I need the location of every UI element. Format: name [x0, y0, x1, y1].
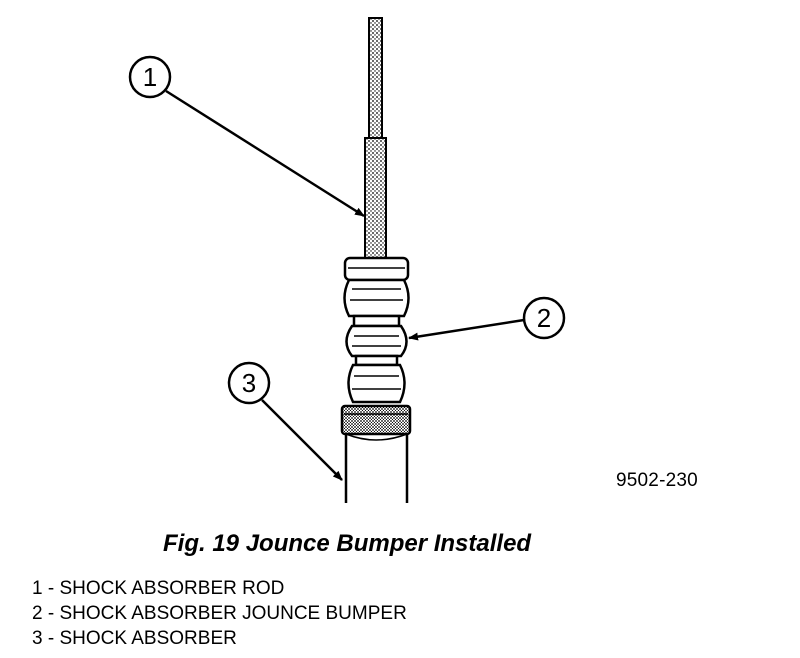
figure-number-tag: 9502-230	[616, 470, 698, 491]
callout-2: 2	[408, 296, 566, 341]
jounce-bumper-diagram: 1 2 3	[128, 17, 566, 503]
legend-item: 3 - SHOCK ABSORBER	[32, 628, 237, 649]
callout-3-label: 3	[242, 368, 256, 398]
callout-3: 3	[227, 361, 343, 481]
legend-item: 2 - SHOCK ABSORBER JOUNCE BUMPER	[32, 603, 407, 624]
jounce-bumper	[343, 256, 410, 404]
callout-2-label: 2	[537, 303, 551, 333]
callout-1: 1	[128, 55, 365, 218]
legend-item: 1 - SHOCK ABSORBER ROD	[32, 578, 285, 599]
figure-caption: Fig. 19 Jounce Bumper Installed	[163, 530, 532, 557]
legend-list: 1 - SHOCK ABSORBER ROD 2 - SHOCK ABSORBE…	[32, 576, 407, 651]
shock-absorber-rod	[364, 17, 387, 265]
shock-absorber-body	[340, 404, 412, 503]
callout-1-label: 1	[143, 62, 157, 92]
